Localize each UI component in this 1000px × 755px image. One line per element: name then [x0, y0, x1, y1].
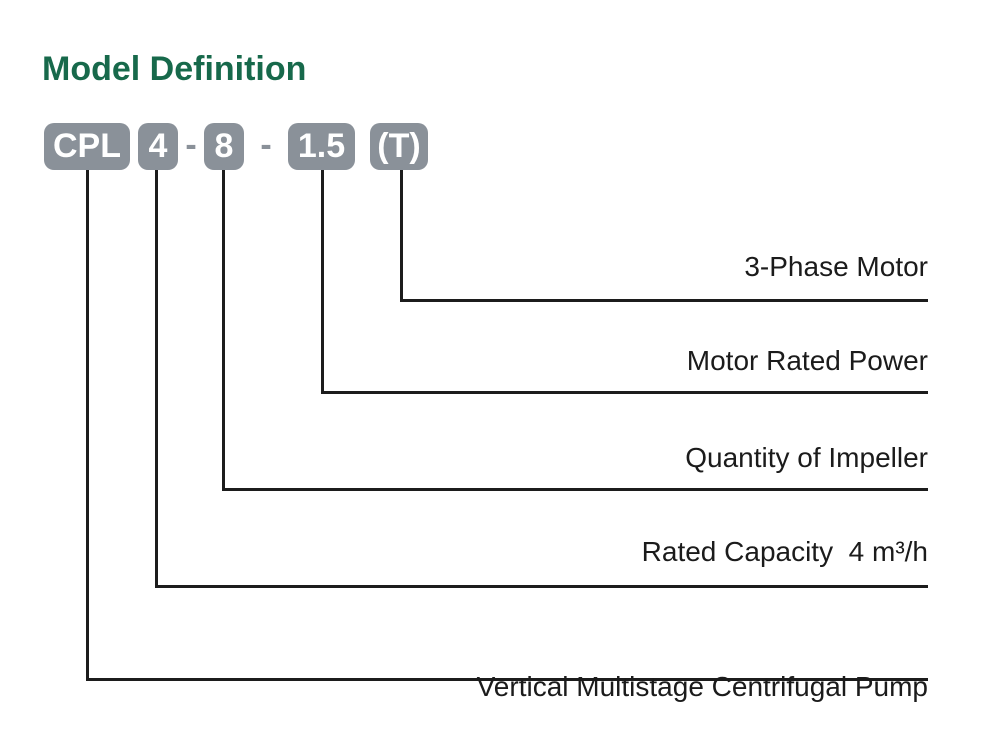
model-segment-cpl: CPL — [44, 123, 130, 170]
connector-power-vertical — [321, 170, 324, 391]
connector-3phase-vertical — [400, 170, 403, 299]
connector-pumptype-horizontal — [86, 678, 928, 681]
definition-rated-capacity: Rated Capacity 4 m³/h — [641, 536, 928, 567]
separator-dash: - — [185, 126, 197, 164]
connector-capacity-vertical — [155, 170, 158, 585]
model-segment-power: 1.5 — [288, 123, 355, 170]
connector-impeller-vertical — [222, 170, 225, 488]
connector-capacity-horizontal — [155, 585, 928, 588]
separator-dash: - — [260, 126, 272, 164]
definition-3phase-motor: 3-Phase Motor — [744, 251, 928, 282]
model-segment-impellers: 8 — [204, 123, 244, 170]
connector-pumptype-vertical — [86, 170, 89, 678]
model-segment-phase: (T) — [370, 123, 428, 170]
model-segment-capacity: 4 — [138, 123, 178, 170]
definition-motor-rated-power: Motor Rated Power — [686, 345, 928, 376]
page-title: Model Definition — [42, 50, 307, 88]
definition-pump-type: Vertical Multistage Centrifugal Pump (Bo… — [477, 599, 928, 755]
connector-power-horizontal — [321, 391, 928, 394]
definition-quantity-of-impeller: Quantity of Impeller — [685, 442, 928, 473]
connector-impeller-horizontal — [222, 488, 928, 491]
connector-3phase-horizontal — [400, 299, 928, 302]
definition-pump-type-line1: Vertical Multistage Centrifugal Pump — [476, 671, 928, 702]
